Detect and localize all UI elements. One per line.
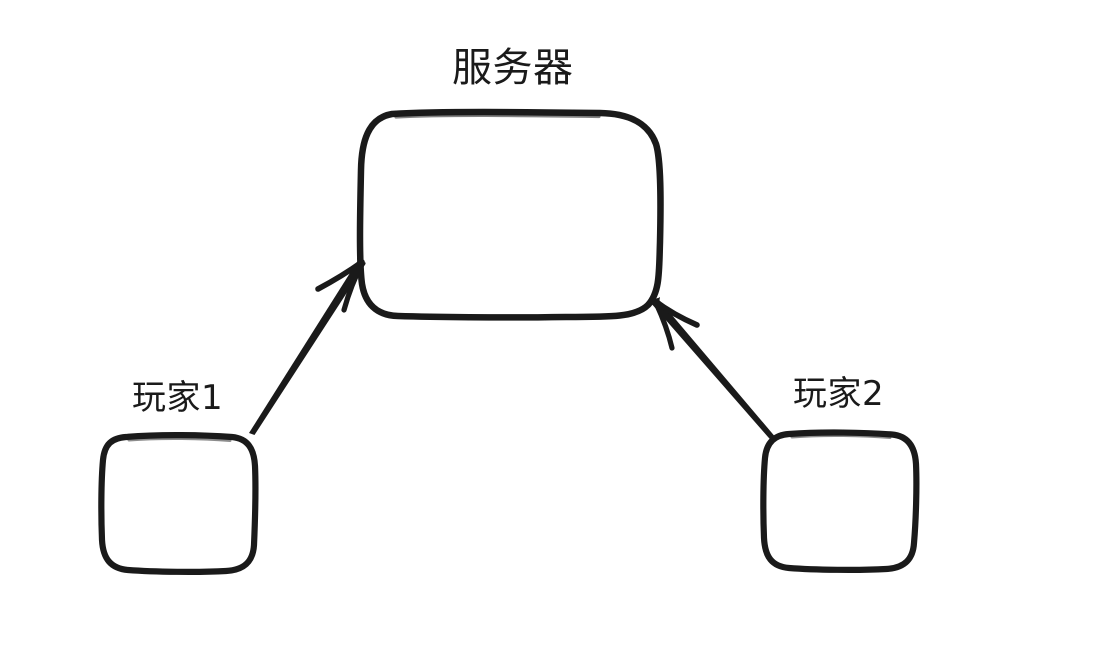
player1-node-shape[interactable] — [98, 432, 259, 575]
server-node-shape[interactable] — [356, 108, 664, 321]
player2-node-label: 玩家2 — [793, 374, 885, 414]
player1-node-label: 玩家1 — [132, 378, 224, 418]
player2-node-shape[interactable] — [760, 429, 920, 573]
arrow-player2-to-server[interactable] — [650, 297, 777, 442]
server-node-label: 服务器 — [452, 45, 574, 91]
arrow-player1-to-server[interactable] — [249, 258, 366, 435]
